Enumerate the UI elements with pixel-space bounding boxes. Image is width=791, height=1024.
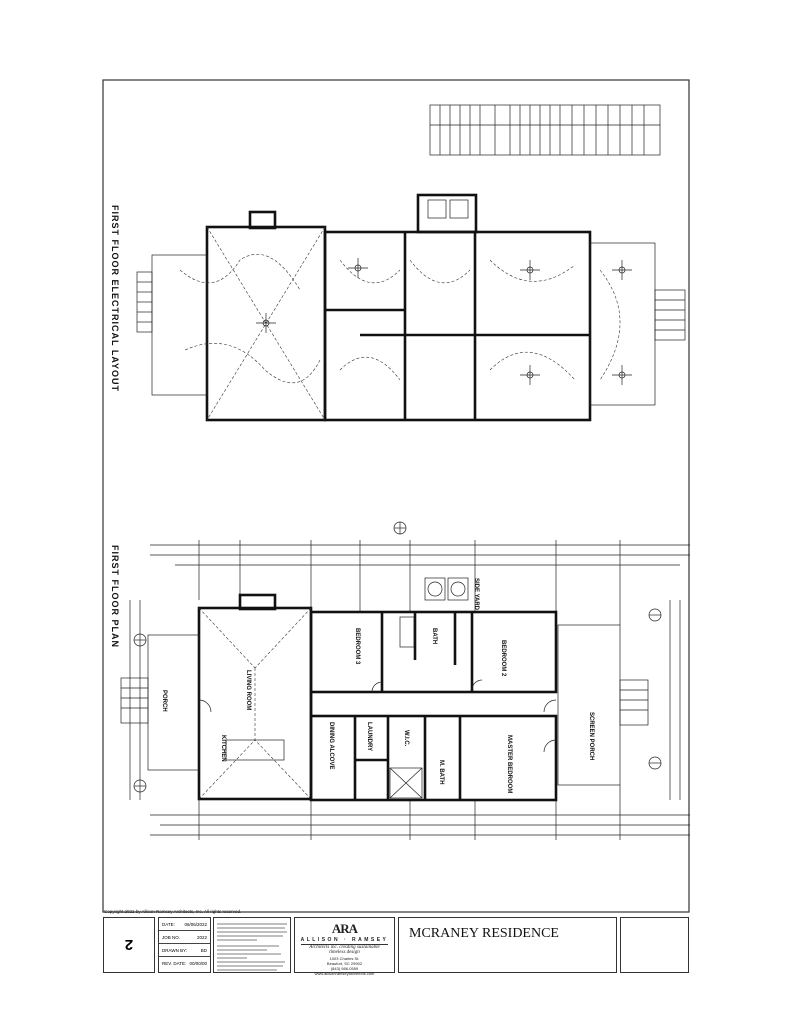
info-row: DRAWN BY:BD [159, 944, 210, 957]
ceiling-fan-icons [256, 199, 632, 385]
sheet-border [102, 79, 690, 913]
room-label-master: MASTER BEDROOM [506, 735, 512, 793]
firm-name: ALLISON · RAMSEY [300, 937, 389, 943]
electrical-plan: FIRST FLOOR ELECTRICAL LAYOUT [110, 104, 686, 422]
general-notes-block [213, 917, 291, 973]
firm-logo: ARA [331, 921, 358, 936]
electrical-plan-title: FIRST FLOOR ELECTRICAL LAYOUT [110, 205, 120, 392]
section-marker-icon [393, 521, 407, 535]
door-swings [198, 679, 557, 753]
room-label-laundry: LAUNDRY [366, 722, 372, 751]
floor-plan: FIRST FLOOR PLAN [110, 540, 690, 840]
floor-plan-title: FIRST FLOOR PLAN [110, 545, 120, 648]
room-label-side-yard: SIDE YARD [473, 578, 479, 611]
room-label-wic: W.I.C. [403, 730, 409, 747]
firm-tagline: Architects inc. creating sustainable tim… [301, 944, 388, 955]
room-label-porch: PORCH [161, 690, 167, 712]
firm-phone: (843) 986-0559 [330, 966, 359, 971]
room-label-bath: BATH [431, 628, 437, 644]
copyright-notice: Copyright 2022 by Allison Ramsey Archite… [104, 909, 242, 914]
room-label-dining: DINING ALCOVE [328, 722, 334, 769]
electrical-legend [429, 104, 661, 156]
hvac-units-icon [424, 577, 469, 601]
info-row: DATE:06/06/2022 [159, 918, 210, 931]
sheet-info-block: DATE:06/06/2022 JOB NO.2022 DRAWN BY:BD … [158, 917, 211, 973]
architect-logo-block: ARA ALLISON · RAMSEY Architects inc. cre… [294, 917, 395, 976]
dimension-lines [129, 540, 690, 840]
room-label-mbath: M. BATH [438, 760, 444, 785]
blank-stamp-box [620, 917, 689, 973]
info-row: JOB NO.2022 [159, 931, 210, 944]
room-label-living: LIVING ROOM [245, 670, 251, 710]
firm-web: www.allisonramseyarchitects.com [314, 971, 375, 976]
project-title: MCRANEY RESIDENCE [398, 917, 617, 973]
notes-text-lines [217, 923, 287, 971]
room-label-kitchen: KITCHEN [220, 735, 226, 762]
firm-address-2: Beaufort, SC 29902 [326, 961, 363, 966]
room-label-bedroom3: BEDROOM 3 [354, 628, 360, 665]
firm-address-1: 1003 Charles St. [329, 956, 360, 961]
room-label-bedroom2: BEDROOM 2 [500, 640, 506, 677]
column-markers [133, 608, 662, 793]
room-label-screen-porch: SCREEN PORCH [588, 712, 594, 760]
sheet-number: 2 [103, 917, 155, 973]
info-row: REV. DATE:00/00/00 [162, 960, 207, 966]
